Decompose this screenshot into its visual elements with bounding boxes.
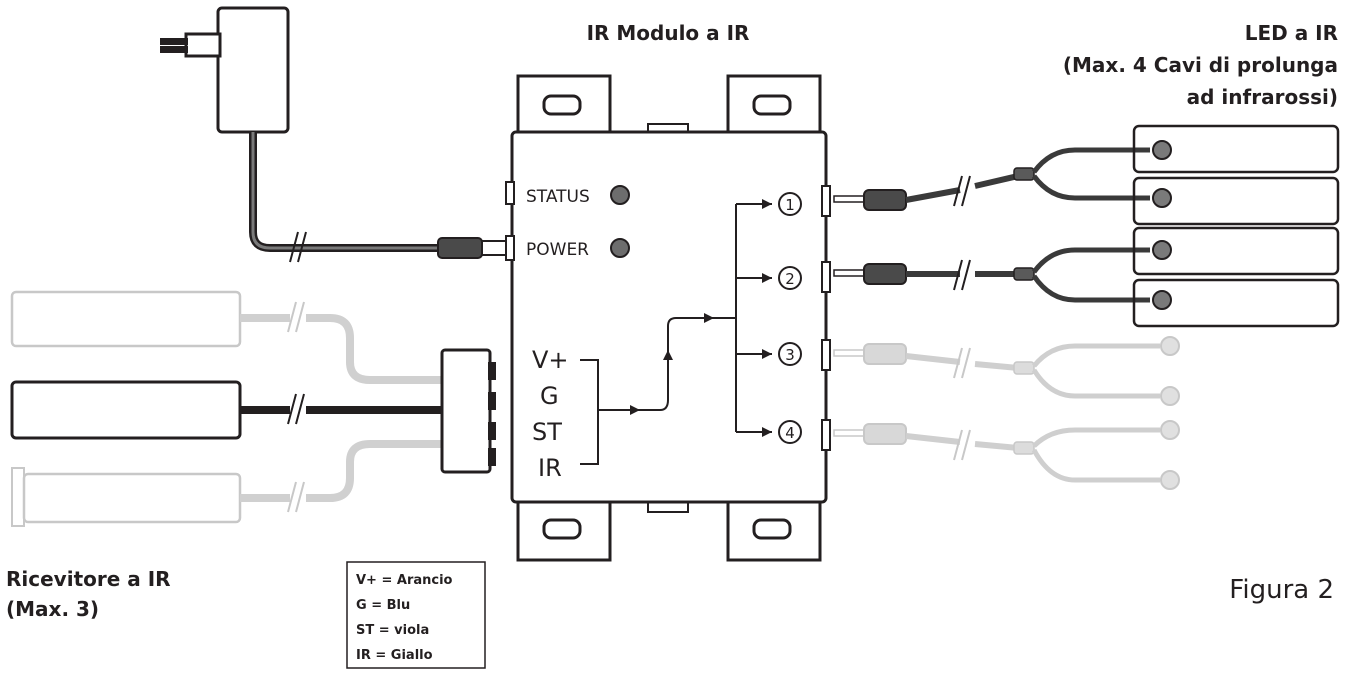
pin-bracket [580, 359, 599, 465]
status-label: STATUS [526, 187, 590, 207]
led-device-boxes [1132, 124, 1340, 328]
port-2-label: 2 [785, 270, 795, 288]
power-led-icon [610, 238, 630, 258]
legend-item-st: ST = viola [356, 623, 429, 638]
receiver-title-line-1: Ricevitore a IR [6, 567, 171, 591]
led-title-line-2: (Max. 4 Cavi di prolunga [1063, 53, 1338, 77]
signal-routing [598, 203, 772, 433]
receiver-hub [440, 348, 496, 474]
port-3-label: 3 [785, 346, 795, 364]
led-title-line-3: ad infrarossi) [1187, 85, 1338, 109]
pin-label-st: ST [532, 418, 562, 446]
pin-label-g: G [540, 382, 559, 410]
receiver-title-line-2: (Max. 3) [6, 597, 99, 621]
legend-item-vplus: V+ = Arancio [356, 573, 453, 588]
figure-caption: Figura 2 [1229, 575, 1334, 605]
led-emitter-cable-4-optional [833, 420, 1180, 490]
led-emitter-cable-3-optional [833, 336, 1180, 406]
ir-receiver-main [10, 380, 444, 440]
pin-label-vplus: V+ [532, 346, 569, 374]
legend-item-g: G = Blu [356, 598, 410, 613]
ir-receiver-optional-bottom [11, 440, 444, 527]
port-4-label: 4 [785, 424, 795, 442]
port-1-label: 1 [785, 196, 795, 214]
ir-module [505, 74, 831, 562]
power-label: POWER [526, 240, 589, 260]
power-adapter [160, 6, 513, 263]
arrow-heads [630, 199, 772, 437]
led-title-line-1: LED a IR [1245, 21, 1338, 45]
ir-receiver-optional-top [10, 290, 444, 384]
port-2-circle [778, 266, 802, 290]
pin-label-ir: IR [538, 454, 562, 482]
led-emitter-cable-1 [833, 140, 1172, 211]
port-1-circle [778, 192, 802, 216]
port-3-circle [778, 342, 802, 366]
module-title: IR Modulo a IR [587, 21, 750, 45]
color-legend: V+ = Arancio G = Blu ST = viola IR = Gia… [346, 561, 486, 669]
status-led-icon [610, 185, 630, 205]
port-4-circle [778, 420, 802, 444]
led-emitter-cable-2 [833, 240, 1172, 310]
legend-item-ir: IR = Giallo [356, 648, 433, 663]
